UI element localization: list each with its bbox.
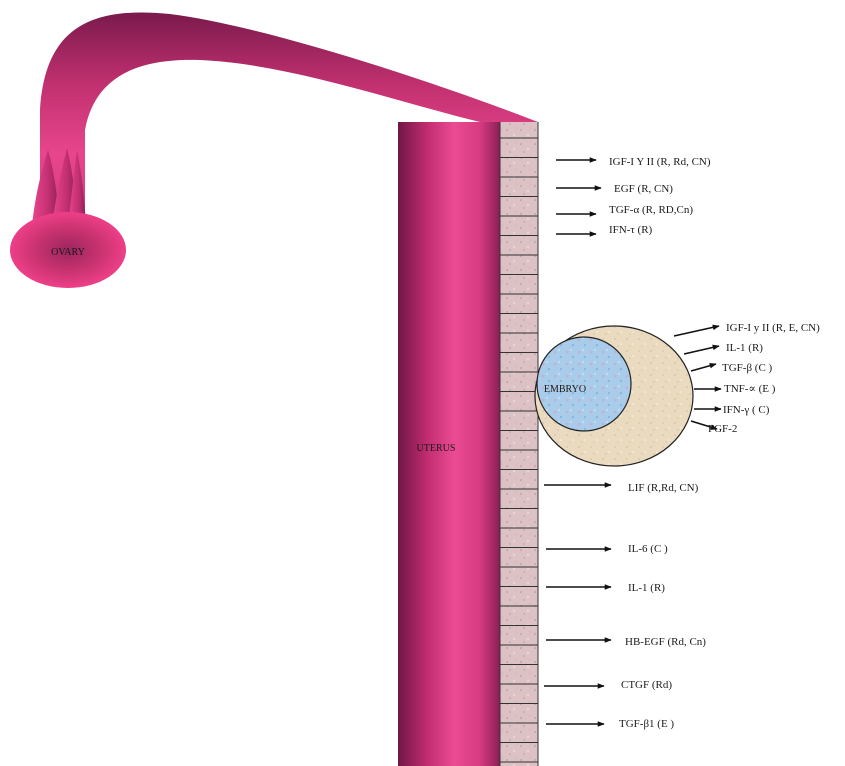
endometrial-factor-label: IL-6 (C ) bbox=[628, 543, 668, 555]
uterus-label: UTERUS bbox=[417, 443, 456, 454]
embryo-factor-label: TGF-β (C ) bbox=[722, 362, 773, 374]
endometrial-factor-label: LIF (R,Rd, CN) bbox=[628, 482, 699, 494]
embryo-factor-label: TNF-∝ (E ) bbox=[724, 383, 776, 395]
endometrial-factor-label: IGF-I Y II (R, Rd, CN) bbox=[609, 156, 711, 168]
endometrium bbox=[500, 122, 538, 766]
endometrial-factor-label: EGF (R, CN) bbox=[614, 183, 673, 195]
embryo-factor-label: IL-1 (R) bbox=[726, 342, 763, 354]
endometrial-factor-label: CTGF (Rd) bbox=[621, 679, 672, 691]
embryo-label: EMBRYO bbox=[544, 384, 586, 395]
embryo-factors: IGF-I y II (R, E, CN) IL-1 (R) TGF-β (C … bbox=[674, 322, 820, 435]
embryo-factor-arrow bbox=[684, 346, 719, 354]
embryo-factor-label: FGF-2 bbox=[708, 423, 737, 435]
endometrial-factor-label: IL-1 (R) bbox=[628, 582, 665, 594]
endometrial-factor-label: TGF-α (R, RD,Cn) bbox=[609, 204, 693, 216]
ovary-label: OVARY bbox=[51, 247, 85, 258]
endometrial-factor-label: IFN-τ (R) bbox=[609, 224, 653, 236]
embryo-factor-label: IFN-γ ( C) bbox=[723, 404, 770, 416]
embryo-factor-label: IGF-I y II (R, E, CN) bbox=[726, 322, 820, 334]
embryo-factor-arrow bbox=[691, 364, 716, 371]
embryo-factor-arrow bbox=[674, 326, 719, 336]
endometrial-factor-label: TGF-β1 (E ) bbox=[619, 718, 674, 730]
endometrial-factor-label: HB-EGF (Rd, Cn) bbox=[625, 636, 706, 648]
